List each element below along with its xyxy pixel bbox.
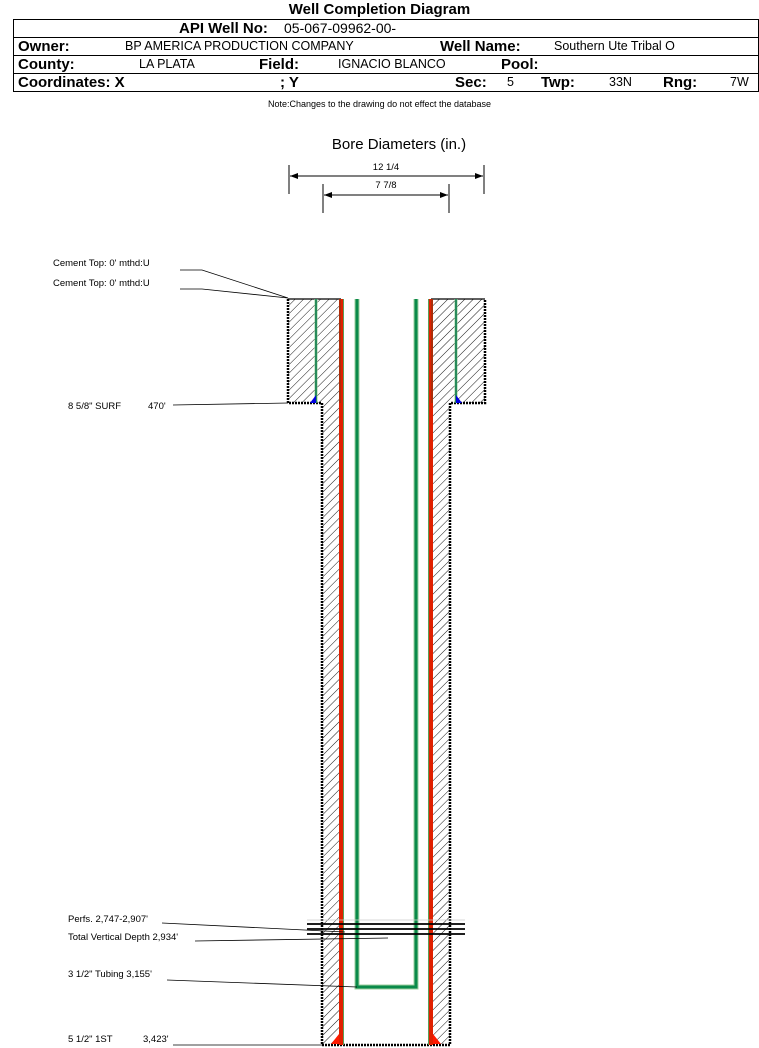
annotation-surface-casing: 8 5/8" SURF 470' xyxy=(68,401,289,412)
api-value: 05-067-09962-00- xyxy=(284,20,397,36)
bore-dimension-7-7-8: 7 7/8 xyxy=(322,180,450,213)
pool-label: Pool: xyxy=(501,56,539,73)
annotation-cement-top-2: Cement Top: 0' mthd:U xyxy=(53,278,289,299)
surface-shoe-right xyxy=(456,395,462,403)
svg-text:Total Vertical Depth 2,934': Total Vertical Depth 2,934' xyxy=(68,932,178,943)
production-shoe-right xyxy=(433,1034,441,1044)
county-value: LA PLATA xyxy=(139,57,195,71)
twp-label: Twp: xyxy=(541,74,575,91)
bore-diameters-title: Bore Diameters (in.) xyxy=(332,136,466,153)
svg-text:Cement Top: 0' mthd:U: Cement Top: 0' mthd:U xyxy=(53,258,150,269)
bore-diameter-2: 7 7/8 xyxy=(375,180,396,191)
owner-value: BP AMERICA PRODUCTION COMPANY xyxy=(125,39,354,53)
bore-diameter-1: 12 1/4 xyxy=(373,162,399,173)
sec-value: 5 xyxy=(507,75,514,89)
production-shoe-left xyxy=(331,1034,339,1044)
annotation-tubing: 3 1/2" Tubing 3,155' xyxy=(68,969,358,988)
well-header-table: API Well No: 05-067-09962-00- Owner: BP … xyxy=(13,19,759,92)
annotation-perfs: Perfs. 2,747-2,907' xyxy=(68,914,346,933)
rng-value: 7W xyxy=(730,75,749,89)
field-label: Field: xyxy=(259,56,299,73)
field-value: IGNACIO BLANCO xyxy=(338,57,446,71)
sec-label: Sec: xyxy=(455,74,487,91)
twp-value: 33N xyxy=(609,75,632,89)
surface-shoe-left xyxy=(310,395,316,403)
coordinates-x-label: Coordinates: X xyxy=(18,74,125,91)
owner-label: Owner: xyxy=(18,38,70,55)
county-label: County: xyxy=(18,56,75,73)
coordinates-y-label: ; Y xyxy=(280,74,299,91)
production-casing xyxy=(331,299,441,1045)
api-label: API Well No: xyxy=(179,20,268,37)
annotation-cement-top-1: Cement Top: 0' mthd:U xyxy=(53,258,289,299)
header-row-api: API Well No: 05-067-09962-00- xyxy=(14,20,758,38)
well-name-value: Southern Ute Tribal O xyxy=(554,39,675,53)
rng-label: Rng: xyxy=(663,74,698,91)
header-row-coordinates: Coordinates: X ; Y Sec: 5 Twp: 33N Rng: … xyxy=(14,74,758,92)
tubing xyxy=(354,299,419,990)
borehole-outline xyxy=(286,299,487,1047)
well-name-label: Well Name: xyxy=(440,38,521,55)
svg-text:470': 470' xyxy=(148,401,166,412)
database-note: Note:Changes to the drawing do not effec… xyxy=(268,99,491,109)
svg-text:5 1/2" 1ST: 5 1/2" 1ST xyxy=(68,1034,113,1045)
perforations xyxy=(307,919,465,935)
svg-text:Cement Top: 0' mthd:U: Cement Top: 0' mthd:U xyxy=(53,278,150,289)
svg-text:Perfs. 2,747-2,907': Perfs. 2,747-2,907' xyxy=(68,914,148,925)
bore-dimension-12-1-4: 12 1/4 xyxy=(288,162,485,194)
header-row-owner: Owner: BP AMERICA PRODUCTION COMPANY Wel… xyxy=(14,38,758,56)
diagram-title: Well Completion Diagram xyxy=(288,1,471,18)
svg-text:3 1/2" Tubing 3,155': 3 1/2" Tubing 3,155' xyxy=(68,969,152,980)
annotation-tvd: Total Vertical Depth 2,934' xyxy=(68,932,389,943)
header-row-county: County: LA PLATA Field: IGNACIO BLANCO P… xyxy=(14,56,758,74)
annotation-production-casing: 5 1/2" 1ST 3,423' xyxy=(68,1034,322,1046)
surface-casing xyxy=(310,299,462,403)
svg-text:8 5/8" SURF: 8 5/8" SURF xyxy=(68,401,121,412)
svg-text:3,423': 3,423' xyxy=(143,1034,169,1045)
production-cement xyxy=(322,403,450,1044)
